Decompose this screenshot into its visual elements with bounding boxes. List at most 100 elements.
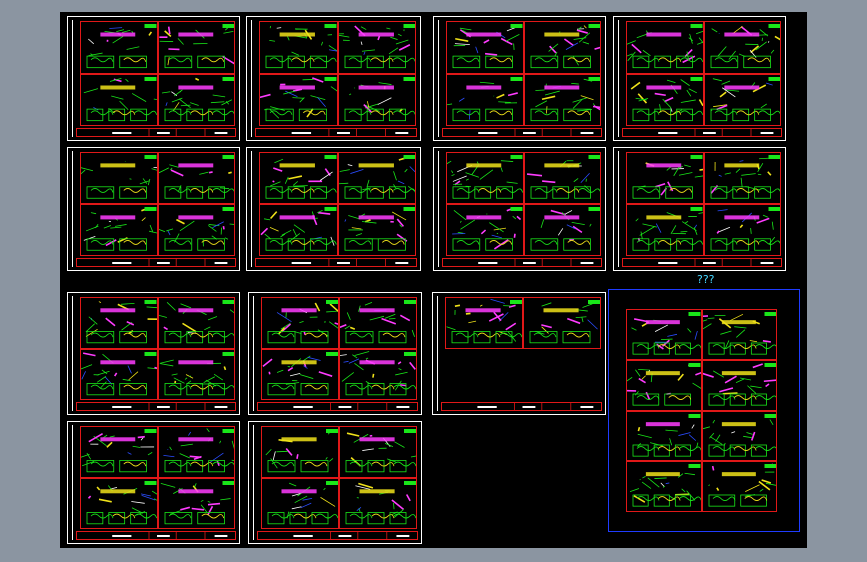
- title-block: [76, 128, 236, 137]
- title-block: [255, 128, 417, 137]
- detail-drawing: [702, 312, 777, 355]
- title-block: [442, 258, 602, 267]
- detail-panel: [157, 297, 235, 349]
- drawing-sheet[interactable]: [616, 299, 783, 524]
- detail-drawing: [260, 76, 337, 121]
- detail-panel: [259, 73, 338, 126]
- detail-drawing: [265, 24, 337, 69]
- detail-drawing: [86, 480, 157, 524]
- drawing-sheet[interactable]: [432, 292, 606, 415]
- detail-panel: [80, 348, 158, 400]
- detail-panel: [701, 410, 777, 462]
- detail-drawing: [632, 155, 703, 199]
- detail-panel: [523, 204, 601, 256]
- sheet-margin-line: [72, 20, 73, 137]
- detail-drawing: [702, 362, 777, 406]
- detail-panel: [261, 297, 339, 349]
- detail-panel: [446, 152, 524, 204]
- title-block: [257, 531, 418, 540]
- detail-drawing: [452, 207, 523, 251]
- detail-drawing: [530, 76, 601, 121]
- drawing-sheet[interactable]: [248, 292, 422, 415]
- drawing-sheet[interactable]: [246, 16, 421, 141]
- detail-panel: [626, 73, 704, 126]
- detail-drawing: [710, 207, 781, 251]
- detail-drawing: [526, 155, 601, 199]
- detail-drawing: [710, 24, 781, 69]
- detail-panel: [339, 297, 417, 349]
- title-block: [442, 128, 602, 137]
- drawing-sheet[interactable]: [67, 421, 240, 544]
- detail-panel: [701, 309, 777, 360]
- detail-panel: [523, 297, 601, 349]
- detail-panel: [157, 426, 235, 478]
- detail-drawing: [158, 300, 235, 344]
- detail-panel: [701, 359, 777, 411]
- drawing-sheet[interactable]: [248, 421, 422, 544]
- detail-panel: [446, 21, 524, 74]
- detail-drawing: [158, 155, 235, 199]
- drawing-sheet[interactable]: [246, 147, 421, 271]
- detail-panel: [703, 152, 781, 204]
- detail-panel: [703, 21, 781, 74]
- detail-panel: [80, 21, 158, 74]
- detail-drawing: [81, 351, 157, 395]
- drawing-sheet[interactable]: [613, 16, 786, 141]
- detail-drawing: [159, 351, 235, 395]
- drawing-sheet[interactable]: [67, 16, 240, 141]
- detail-panel: [157, 73, 235, 126]
- detail-drawing: [710, 76, 781, 121]
- drawing-sheet[interactable]: [67, 292, 240, 415]
- detail-panel: [703, 204, 781, 256]
- title-block-lines: [112, 403, 228, 411]
- sheet-margin-line: [72, 425, 73, 540]
- detail-panel: [339, 426, 417, 478]
- detail-panel: [261, 348, 339, 400]
- detail-drawing: [260, 207, 337, 251]
- title-block-lines: [293, 403, 410, 411]
- sheet-margin-line: [251, 151, 252, 267]
- detail-drawing: [627, 24, 703, 69]
- drawing-sheet[interactable]: [613, 147, 786, 271]
- detail-drawing: [158, 24, 235, 69]
- detail-panel: [626, 309, 702, 360]
- title-block-lines: [478, 259, 594, 267]
- drawing-sheet[interactable]: [433, 16, 606, 141]
- detail-drawing: [530, 207, 600, 251]
- detail-panel: [337, 21, 416, 74]
- detail-panel: [259, 21, 338, 74]
- detail-drawing: [85, 300, 157, 344]
- detail-drawing: [345, 480, 416, 524]
- title-block: [441, 402, 602, 411]
- detail-drawing: [446, 298, 522, 344]
- cad-drawing-canvas[interactable]: ???: [60, 12, 807, 548]
- detail-drawing: [83, 207, 157, 251]
- detail-panel: [626, 359, 702, 411]
- detail-drawing: [710, 155, 781, 199]
- drawing-sheet[interactable]: [433, 147, 606, 271]
- detail-drawing: [447, 76, 523, 121]
- detail-drawing: [338, 155, 416, 199]
- title-block-lines: [112, 129, 228, 137]
- sheet-margin-line: [253, 425, 254, 540]
- sheet-margin-line: [251, 20, 252, 137]
- detail-drawing: [161, 76, 235, 121]
- drawing-sheet[interactable]: [67, 147, 240, 271]
- detail-panel: [259, 152, 338, 204]
- detail-panel: [626, 461, 702, 512]
- detail-drawing: [340, 350, 416, 395]
- detail-drawing: [630, 76, 703, 121]
- detail-drawing: [265, 429, 338, 473]
- detail-panel: [157, 21, 235, 74]
- detail-drawing: [629, 464, 701, 507]
- detail-drawing: [267, 300, 338, 344]
- sheet-margin-line: [72, 296, 73, 411]
- selection-highlight-box: [608, 289, 800, 532]
- detail-panel: [523, 73, 601, 126]
- detail-drawing: [345, 429, 416, 473]
- detail-drawing: [632, 207, 703, 251]
- detail-panel: [446, 73, 524, 126]
- detail-drawing: [340, 300, 416, 344]
- detail-drawing: [702, 413, 777, 457]
- detail-panel: [626, 204, 704, 256]
